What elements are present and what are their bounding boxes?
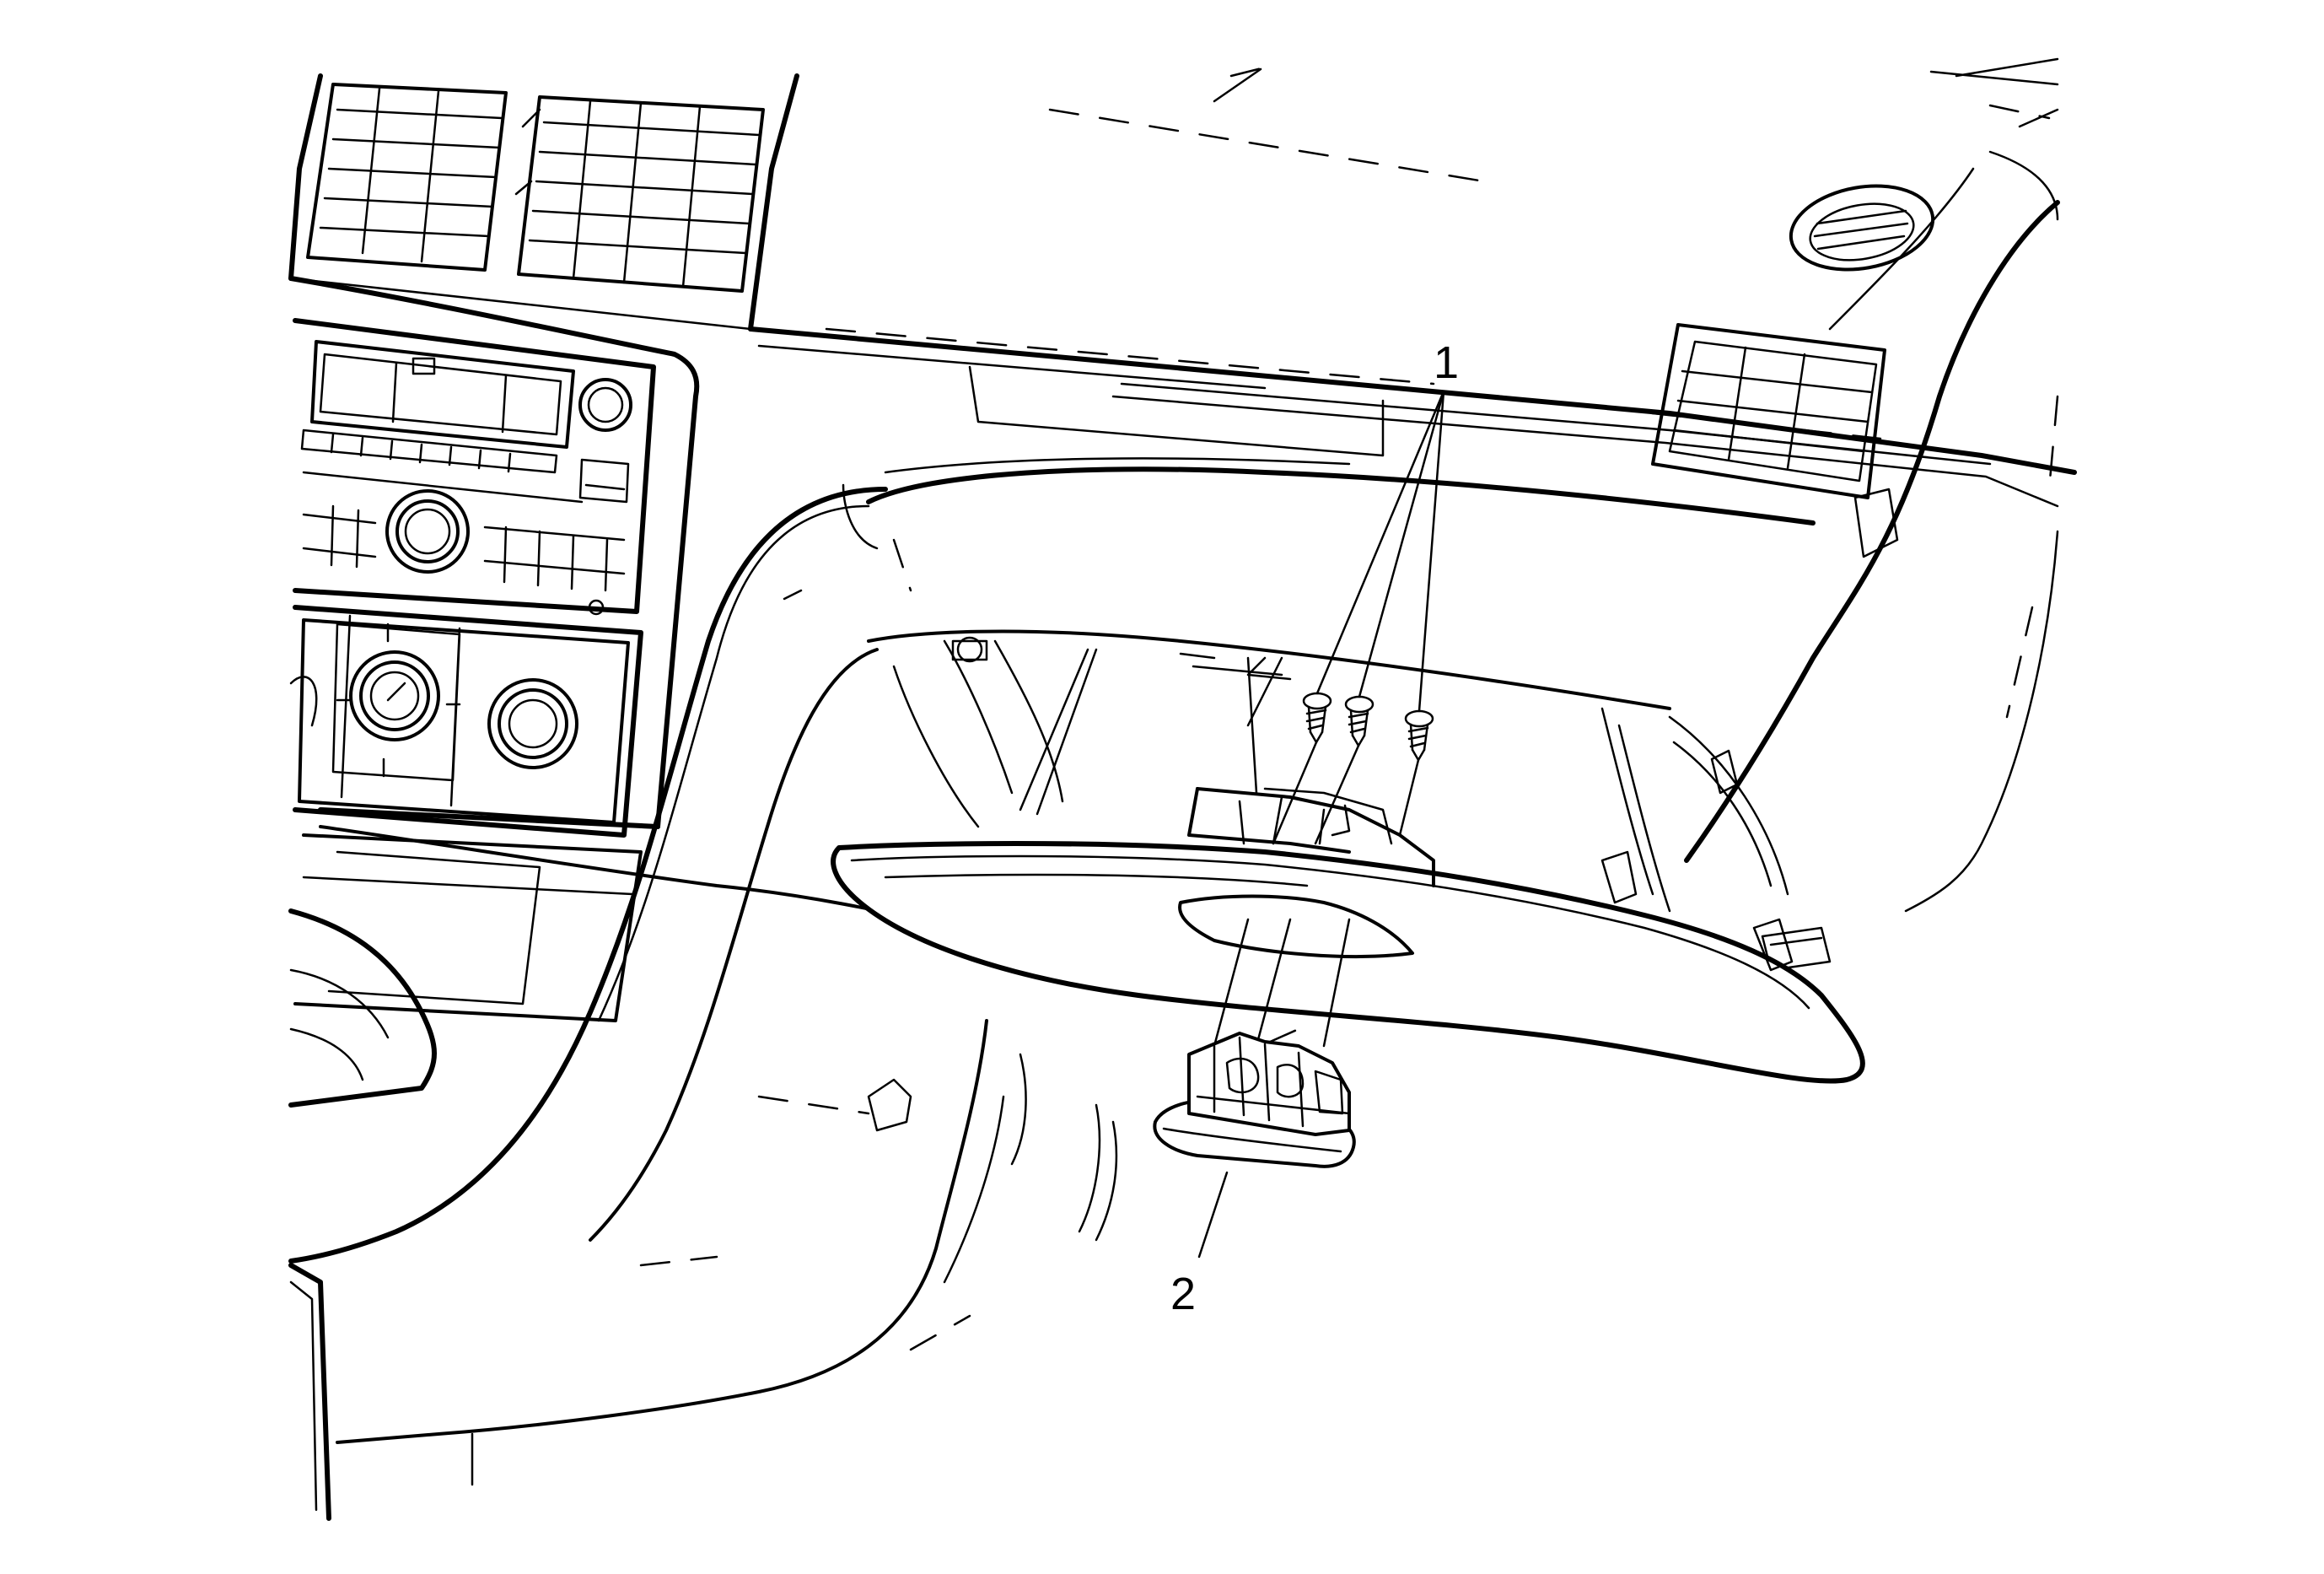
console-side-panel bbox=[288, 487, 1300, 1444]
screws-item-1 bbox=[1272, 692, 1434, 845]
dash-top-edge bbox=[1048, 57, 2059, 183]
screw-c bbox=[1404, 709, 1434, 762]
callout-label-2: 2 bbox=[1170, 1269, 1196, 1319]
hvac-controls bbox=[289, 605, 643, 838]
right-dashboard-end bbox=[1684, 108, 2060, 913]
glove-box-opening bbox=[842, 457, 1832, 972]
center-air-vents bbox=[288, 73, 799, 332]
callout-1-leaders bbox=[1315, 390, 1445, 713]
radio-unit bbox=[288, 276, 700, 829]
dashboard-upper-surface bbox=[289, 277, 2077, 508]
center-console bbox=[288, 807, 660, 1521]
latch-assembly-item-2 bbox=[1153, 918, 1356, 1168]
screw-b bbox=[1344, 695, 1374, 747]
callout-2-leader bbox=[1197, 1171, 1229, 1259]
glove-box-door bbox=[831, 656, 1865, 1084]
right-side-vent bbox=[1651, 323, 1886, 499]
screw-a bbox=[1302, 692, 1332, 744]
right-round-vent bbox=[1789, 184, 1935, 272]
callout-label-1: 1 bbox=[1434, 337, 1459, 388]
